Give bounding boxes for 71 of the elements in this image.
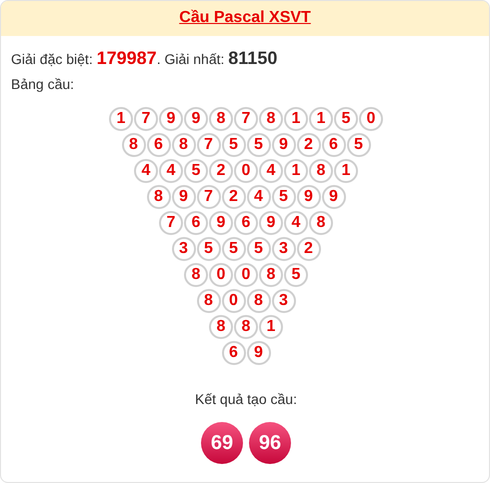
digit-circle: 2 (222, 185, 246, 209)
digit-circle: 9 (184, 107, 208, 131)
digit-circle: 9 (259, 211, 283, 235)
digit-circle: 4 (159, 159, 183, 183)
digit-circle: 8 (309, 159, 333, 183)
digit-circle: 2 (296, 237, 320, 261)
digit-circle: 0 (234, 159, 258, 183)
digit-circle: 5 (284, 263, 308, 287)
digit-circle: 5 (246, 237, 270, 261)
result-ball: 96 (249, 422, 291, 464)
result-ball: 69 (201, 422, 243, 464)
digit-circle: 8 (184, 263, 208, 287)
digit-circle: 6 (184, 211, 208, 235)
digit-circle: 5 (334, 107, 358, 131)
digit-circle: 3 (172, 237, 196, 261)
digit-circle: 8 (259, 263, 283, 287)
digit-circle: 4 (246, 185, 270, 209)
digit-circle: 0 (359, 107, 383, 131)
digit-circle: 2 (296, 133, 320, 157)
digit-circle: 9 (296, 185, 320, 209)
digit-circle: 8 (172, 133, 196, 157)
digit-circle: 0 (222, 289, 246, 313)
digit-circle: 0 (209, 263, 233, 287)
digit-circle: 1 (259, 315, 283, 339)
digit-circle: 8 (196, 289, 220, 313)
title-link: Cầu Pascal XSVT (179, 9, 311, 26)
digit-circle: 2 (209, 159, 233, 183)
digit-circle: 7 (159, 211, 183, 235)
digit-circle: 4 (134, 159, 158, 183)
digit-circle: 6 (322, 133, 346, 157)
digit-circle: 4 (284, 211, 308, 235)
digit-circle: 3 (272, 289, 296, 313)
digit-circle: 7 (196, 185, 220, 209)
digit-circle: 7 (134, 107, 158, 131)
digit-circle: 8 (209, 107, 233, 131)
digit-circle: 0 (234, 263, 258, 287)
digit-circle: 9 (246, 341, 270, 365)
digit-circle: 6 (234, 211, 258, 235)
section-label: Bảng cầu: (11, 75, 74, 93)
digit-circle: 6 (146, 133, 170, 157)
digit-circle: 8 (309, 211, 333, 235)
digit-circle: 8 (209, 315, 233, 339)
digit-circle: 8 (146, 185, 170, 209)
prize-summary: Giải đặc biệt: 179987. Giải nhất: 81150 (11, 47, 278, 70)
digit-circle: 8 (259, 107, 283, 131)
digit-circle: 5 (246, 133, 270, 157)
digit-circle: 9 (272, 133, 296, 157)
digit-circle: 4 (259, 159, 283, 183)
digit-circle: 8 (234, 315, 258, 339)
digit-circle: 1 (284, 159, 308, 183)
digit-circle: 8 (246, 289, 270, 313)
digit-circle: 7 (234, 107, 258, 131)
digit-circle: 9 (172, 185, 196, 209)
digit-circle: 6 (222, 341, 246, 365)
digit-circle: 9 (159, 107, 183, 131)
digit-circle: 1 (334, 159, 358, 183)
digit-circle: 9 (322, 185, 346, 209)
digit-circle: 5 (222, 133, 246, 157)
digit-circle: 7 (196, 133, 220, 157)
digit-circle: 5 (346, 133, 370, 157)
digit-circle: 1 (284, 107, 308, 131)
digit-circle: 9 (209, 211, 233, 235)
digit-circle: 1 (109, 107, 133, 131)
digit-circle: 5 (184, 159, 208, 183)
digit-circle: 3 (272, 237, 296, 261)
digit-circle: 8 (122, 133, 146, 157)
digit-circle: 5 (272, 185, 296, 209)
digit-circle: 5 (196, 237, 220, 261)
digit-circle: 1 (309, 107, 333, 131)
section-label: Kết quả tạo cầu: (195, 390, 297, 408)
digit-circle: 5 (222, 237, 246, 261)
